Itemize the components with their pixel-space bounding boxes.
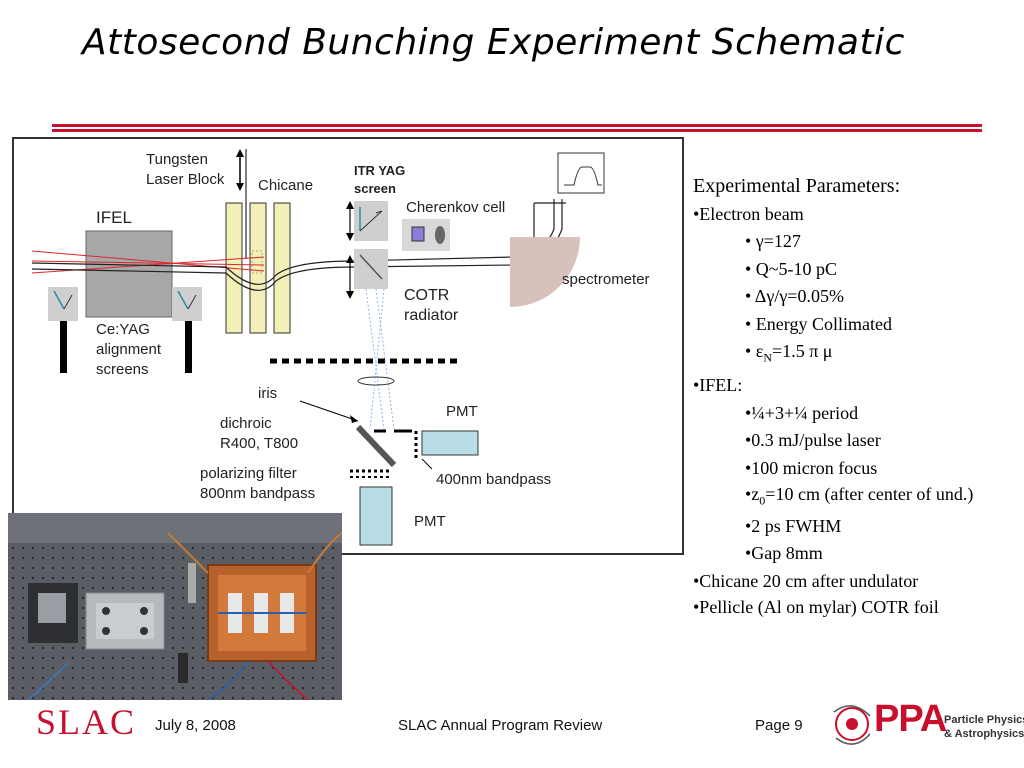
label-dichroic: dichroic xyxy=(220,415,272,432)
label-screens: screens xyxy=(96,361,149,378)
scope-trace xyxy=(557,152,605,194)
param-charge: • Q~5-10 pC xyxy=(745,258,838,279)
ppa-swirl-icon xyxy=(833,705,871,745)
label-screen: screen xyxy=(354,181,396,196)
label-ceyag: Ce:YAG xyxy=(96,321,150,338)
chicane-magnet-2 xyxy=(249,202,267,334)
label-ifel: IFEL xyxy=(96,208,132,227)
label-r400: R400, T800 xyxy=(220,435,299,452)
ceyag-screen-right xyxy=(172,287,202,321)
ppa-sub-1: Particle Physics xyxy=(944,714,1024,726)
lab-photo-drawing xyxy=(8,513,342,700)
param-z-sub: 0 xyxy=(759,493,766,508)
lab-photo xyxy=(8,513,342,700)
param-laser: •0.3 mJ/pulse laser xyxy=(745,430,881,451)
param-electron-beam: •Electron beam xyxy=(693,203,804,224)
param-emittance-prefix: • ε xyxy=(745,341,764,361)
label-pmt-top: PMT xyxy=(446,403,478,420)
experimental-parameters: Experimental Parameters: •Electron beam … xyxy=(693,173,993,619)
param-energy: • Energy Collimated xyxy=(745,313,892,334)
label-spectrometer: spectrometer xyxy=(562,271,650,288)
slac-logo: SLAC xyxy=(36,702,137,742)
ifel-block xyxy=(85,230,173,318)
title-rule-bottom xyxy=(52,129,982,132)
dichroic-mirror xyxy=(355,424,397,468)
param-emittance: • εN=1.5 π μ xyxy=(693,338,993,372)
label-cherenkov: Cherenkov cell xyxy=(406,199,506,216)
param-chicane: •Chicane 20 cm after undulator xyxy=(693,570,919,591)
param-gamma: • γ=127 xyxy=(745,231,801,251)
footer-page: Page 9 xyxy=(755,717,803,734)
param-ifel: •IFEL: xyxy=(693,375,743,396)
ceyag-screen-left xyxy=(48,287,78,321)
label-polarizing: polarizing filter xyxy=(200,465,297,482)
label-pmt-bottom: PMT xyxy=(414,513,446,530)
param-spread: • Δγ/γ=0.05% xyxy=(745,286,844,306)
label-itr-yag: ITR YAG xyxy=(354,163,406,178)
param-gap: •Gap 8mm xyxy=(745,543,823,564)
spectrometer-magnet xyxy=(510,237,580,307)
label-laser-block: Laser Block xyxy=(146,171,225,188)
cotr-radiator xyxy=(354,249,388,289)
pmt-bottom xyxy=(359,486,393,546)
label-bandpass400: 400nm bandpass xyxy=(436,471,552,488)
param-z-prefix: •z xyxy=(745,484,760,505)
ceyag-post-left xyxy=(60,321,67,373)
param-focus: •100 micron focus xyxy=(745,457,878,478)
label-cotr: COTR xyxy=(404,287,450,304)
param-period: •¼+3+¼ period xyxy=(745,402,859,423)
ppa-logo: PPA Particle Physics & Astrophysics xyxy=(826,694,1024,756)
label-chicane: Chicane xyxy=(258,177,314,194)
param-fwhm: •2 ps FWHM xyxy=(745,515,842,536)
param-emittance-sub: N xyxy=(763,350,773,365)
label-bandpass800: 800nm bandpass xyxy=(200,485,316,502)
pmt-top xyxy=(421,430,479,456)
label-alignment: alignment xyxy=(96,341,162,358)
param-z0: •z0=10 cm (after center of und.) xyxy=(693,482,993,513)
params-heading: Experimental Parameters: xyxy=(693,175,901,197)
label-tungsten: Tungsten xyxy=(146,151,208,168)
title-rule-top xyxy=(52,124,982,127)
lens xyxy=(357,376,395,386)
param-pellicle: •Pellicle (Al on mylar) COTR foil xyxy=(693,597,939,618)
label-radiator: radiator xyxy=(404,307,459,324)
param-z-suffix: =10 cm (after center of und.) xyxy=(765,484,974,505)
footer-date: July 8, 2008 xyxy=(155,717,236,734)
param-emittance-suffix: =1.5 π μ xyxy=(772,341,833,361)
chicane-magnet-3 xyxy=(273,202,291,334)
label-iris: iris xyxy=(258,385,278,402)
ceyag-post-right xyxy=(185,321,192,373)
ppa-sub-2: & Astrophysics xyxy=(944,728,1024,740)
tungsten-block xyxy=(251,250,263,274)
slide-title: Attosecond Bunching Experiment Schematic xyxy=(82,22,905,63)
footer-event: SLAC Annual Program Review xyxy=(398,717,603,734)
schematic-drawing xyxy=(31,149,605,546)
ppa-text: PPA xyxy=(874,698,947,740)
schematic-diagram: Tungsten Laser Block Chicane ITR YAG scr… xyxy=(12,137,684,555)
